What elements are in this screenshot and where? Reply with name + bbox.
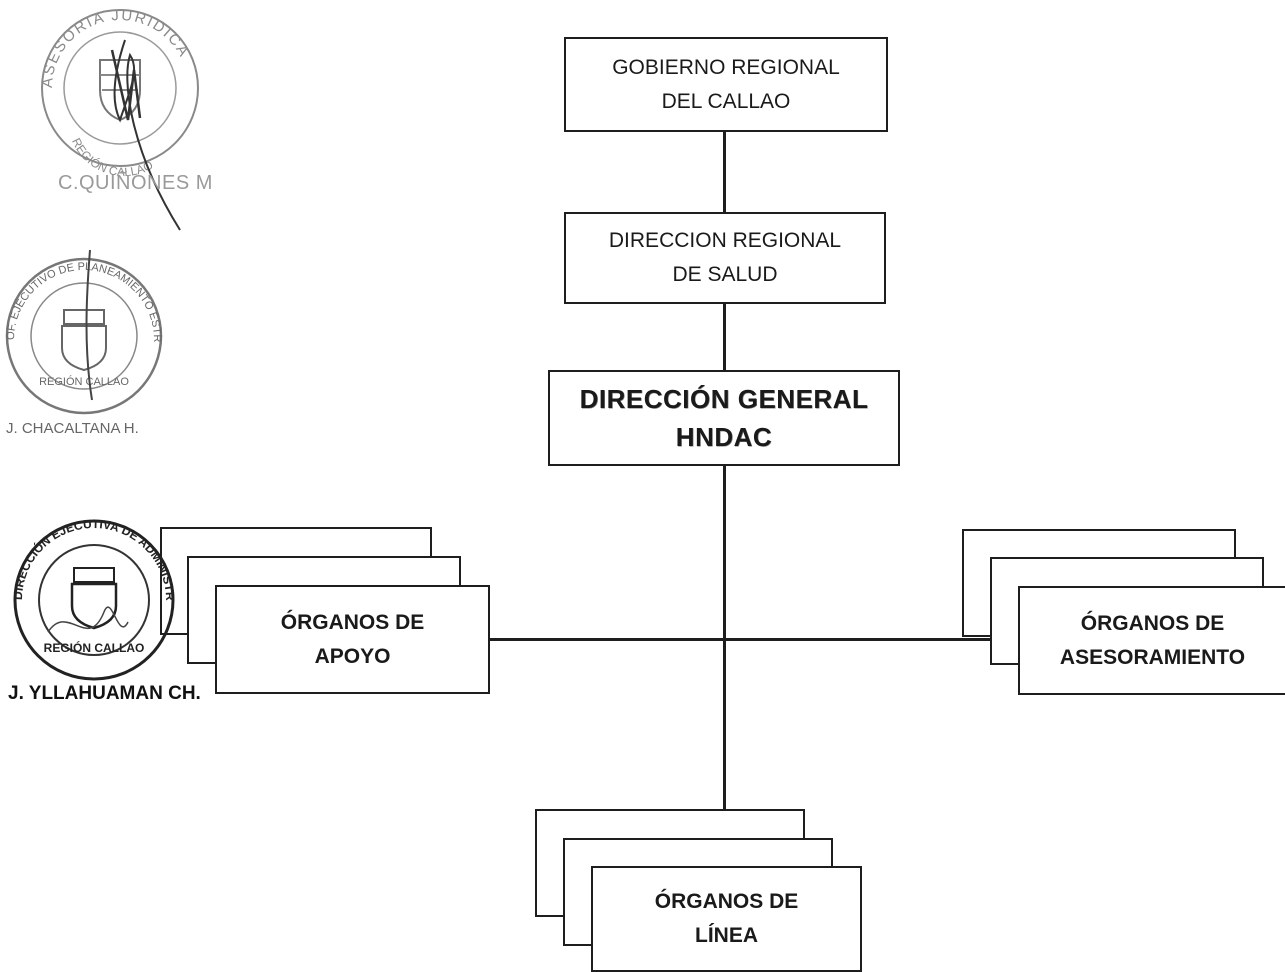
organos-apoyo-box: ÓRGANOS DE APOYO [215, 585, 490, 694]
organos-asesoramiento-box: ÓRGANOS DE ASESORAMIENTO [1018, 586, 1285, 695]
direccion-general-line2: HNDAC [675, 422, 773, 452]
organos-linea-line2: LÍNEA [695, 924, 758, 947]
gobierno-regional-box: GOBIERNO REGIONAL DEL CALLAO [564, 37, 888, 132]
administracion-signer-name: J. YLLAHUAMAN CH. [8, 683, 201, 704]
planeamiento-seal: OF. EJECUTIVO DE PLANEAMIENTO ESTRATEGIC… [0, 240, 163, 415]
direccion-regional-line2: DE SALUD [672, 263, 778, 286]
connector-general-to-linea [723, 464, 726, 870]
direccion-regional-box: DIRECCION REGIONAL DE SALUD [564, 212, 886, 304]
planeamiento-bottom-text: REGIÓN CALLAO [39, 375, 129, 388]
organos-asesoramiento-line2: ASESORAMIENTO [1059, 645, 1246, 669]
administracion-bottom-text: REGIÓN CALLAO [44, 640, 145, 655]
planeamiento-ring-text: OF. EJECUTIVO DE PLANEAMIENTO ESTRATEGIC… [0, 240, 163, 343]
organos-linea-line1: ÓRGANOS DE [654, 890, 799, 913]
connector-horizontal-apoyo-asesoramiento [488, 638, 1020, 641]
connector-direccion-regional-to-general [723, 302, 726, 372]
direccion-general-box: DIRECCIÓN GENERAL HNDAC [548, 370, 900, 466]
direccion-regional-line1: DIRECCION REGIONAL [608, 229, 842, 252]
organos-asesoramiento-line1: ÓRGANOS DE [1080, 611, 1225, 635]
asesoria-juridica-seal: ASESORIA JURIDICA REGIÓN CALLAO [39, 7, 199, 231]
gobierno-regional-line1: GOBIERNO REGIONAL [612, 55, 840, 79]
administracion-seal: DIRECCIÓN EJECUTIVA DE ADMINISTRACIÓN RE… [8, 512, 177, 681]
direccion-general-line1: DIRECCIÓN GENERAL [579, 384, 869, 414]
asesoria-signer-name: C.QUIÑONES M [58, 172, 213, 194]
svg-text:OF. EJECUTIVO DE PLANEAMIENTO: OF. EJECUTIVO DE PLANEAMIENTO ESTRATEGIC… [0, 240, 163, 343]
gobierno-regional-line2: DEL CALLAO [661, 89, 791, 113]
administracion-ring-text: DIRECCIÓN EJECUTIVA DE ADMINISTRACIÓN [8, 512, 177, 601]
svg-text:DIRECCIÓN EJECUTIVA DE ADMINIS: DIRECCIÓN EJECUTIVA DE ADMINISTRACIÓN [8, 512, 177, 601]
connector-gobierno-to-direccion-regional [723, 130, 726, 213]
planeamiento-signer-name: J. CHACALTANA H. [6, 420, 139, 437]
organos-linea-box: ÓRGANOS DE LÍNEA [591, 866, 862, 972]
organos-apoyo-line2: APOYO [314, 644, 391, 668]
organos-apoyo-line1: ÓRGANOS DE [280, 610, 425, 634]
